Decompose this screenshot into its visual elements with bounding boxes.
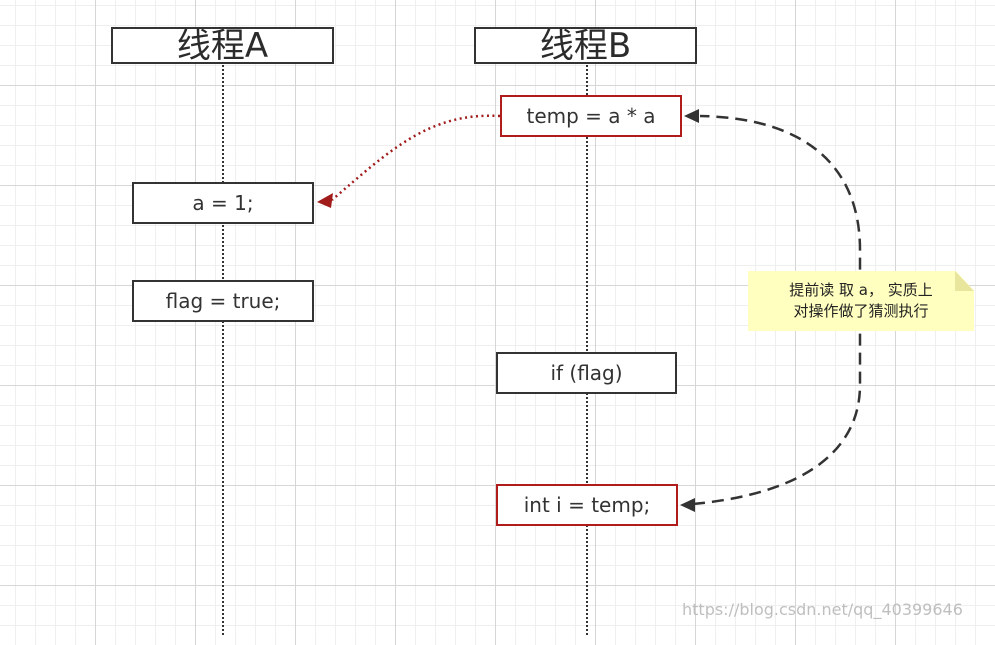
- speculation-loop-arrow: [692, 114, 862, 506]
- thread-b-int-i-label: int i = temp;: [523, 493, 651, 517]
- note-line-2: 对操作做了猜测执行: [793, 302, 929, 320]
- thread-a-assign-a-box: a = 1;: [132, 182, 314, 224]
- prefetch-read-arrowhead: [317, 193, 333, 208]
- note-line-1: 提前读 取 a， 实质上: [789, 281, 933, 299]
- speculation-loop-arrowhead-top: [684, 109, 699, 123]
- thread-a-assign-flag-label: flag = true;: [165, 289, 281, 313]
- speculation-loop-arrowhead-bottom: [680, 498, 695, 512]
- watermark: https://blog.csdn.net/qq_40399646: [682, 600, 963, 619]
- thread-b-if-flag-box: if (flag): [496, 352, 677, 394]
- thread-a-header: 线程A: [111, 27, 334, 64]
- thread-b-if-flag-label: if (flag): [550, 361, 623, 385]
- prefetch-read-arrow: [331, 114, 501, 201]
- thread-b-int-i-box: int i = temp;: [496, 484, 678, 526]
- thread-b-temp-box: temp = a * a: [500, 95, 682, 137]
- thread-a-assign-flag-box: flag = true;: [132, 280, 314, 322]
- thread-b-header: 线程B: [474, 27, 697, 64]
- thread-b-temp-label: temp = a * a: [526, 104, 656, 128]
- speculation-note: 提前读 取 a， 实质上 对操作做了猜测执行: [748, 271, 974, 331]
- thread-b-title: 线程B: [539, 25, 632, 66]
- thread-a-title: 线程A: [176, 25, 269, 66]
- thread-a-assign-a-label: a = 1;: [192, 191, 254, 215]
- thread-b-lifeline: [586, 65, 588, 635]
- thread-a-lifeline: [222, 65, 224, 635]
